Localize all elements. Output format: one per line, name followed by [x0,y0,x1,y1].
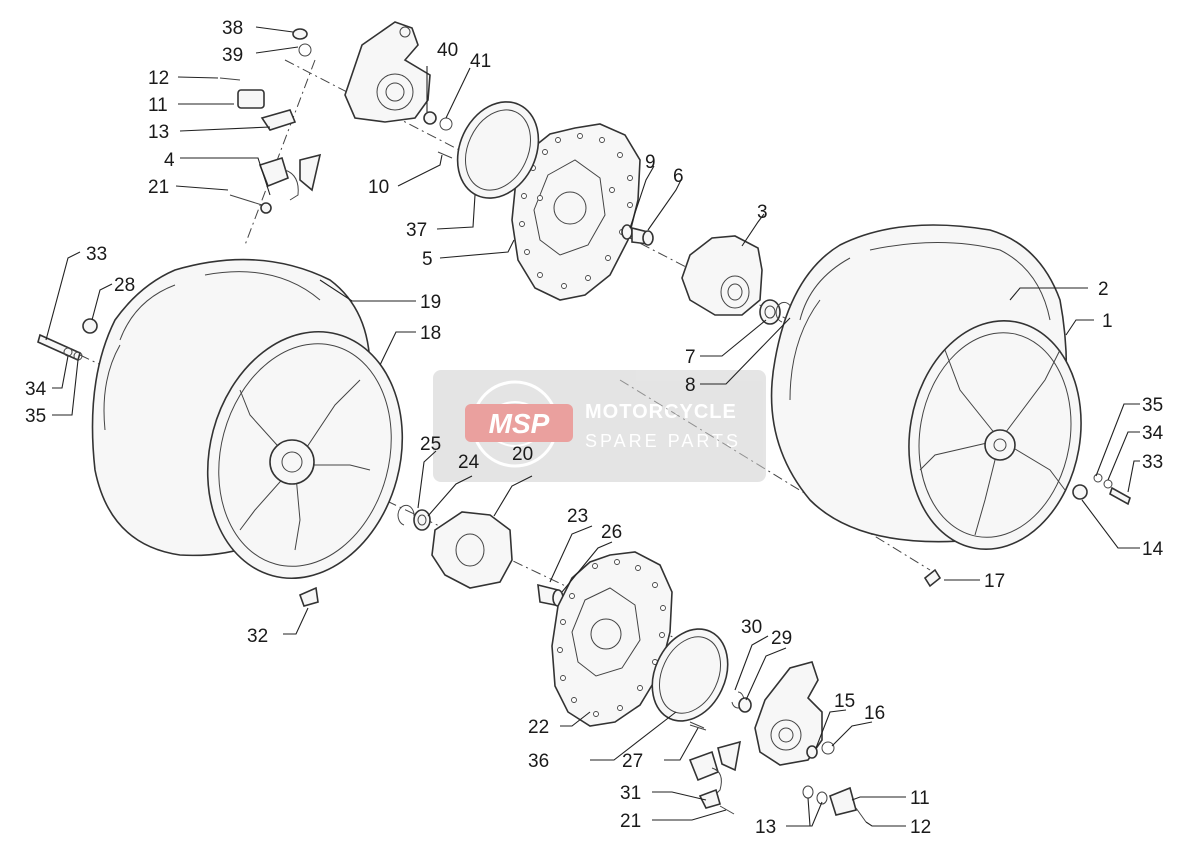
rear-brake-caliper [754,661,823,766]
callout-21: 21 [148,177,169,198]
callout-8: 8 [685,375,696,396]
callout-30: 30 [741,617,762,638]
watermark: MSP MOTORCYCLE SPARE PARTS [433,370,766,482]
leader-lines [45,26,1140,827]
callout-18: 18 [420,323,441,344]
callout-33: 33 [86,244,107,265]
caliper-washers-bottom [731,691,867,823]
callout-39: 39 [222,45,243,66]
watermark-line1: MOTORCYCLE [585,401,737,423]
callout-13-bottom: 13 [755,817,776,838]
callout-38: 38 [222,18,243,39]
callout-17: 17 [984,571,1005,592]
callout-12: 12 [148,68,169,89]
callout-11-bottom: 11 [910,788,930,809]
caliper-washers-top [292,28,453,131]
callout-37: 37 [406,220,427,241]
front-brake-disc [511,123,641,301]
callout-31: 31 [620,783,641,804]
callout-15: 15 [834,691,855,712]
front-rim [908,319,1082,551]
callout-22: 22 [528,717,549,738]
watermark-logo-text: MSP [489,408,550,439]
callout-2: 2 [1098,279,1109,300]
callout-28: 28 [114,275,135,296]
speed-sensor-bottom [688,724,742,815]
rear-rim [206,330,404,580]
callout-21-bottom: 21 [620,811,641,832]
callout-3: 3 [757,202,768,223]
speed-sensor-top [219,77,322,214]
callout-32: 32 [247,626,268,647]
callout-20: 20 [512,444,533,465]
callout-5: 5 [422,249,433,270]
callout-19: 19 [420,292,441,313]
callout-24: 24 [458,452,480,473]
callout-23: 23 [567,506,588,527]
front-spacer [621,224,654,246]
callout-13: 13 [148,122,169,143]
callout-11: 11 [148,95,168,116]
callout-4: 4 [164,150,175,171]
callout-34-right: 34 [1142,423,1164,444]
callout-34: 34 [25,379,47,400]
callout-7: 7 [685,347,696,368]
abs-tone-ring-top [437,101,540,199]
callout-16: 16 [864,703,885,724]
callout-25: 25 [420,434,441,455]
callout-41: 41 [470,51,491,72]
callout-14: 14 [1142,539,1164,560]
callout-36: 36 [528,751,549,772]
front-brake-caliper [344,21,431,123]
watermark-logo-badge [465,404,573,442]
callout-10: 10 [368,177,389,198]
rear-hub [431,511,513,589]
front-axle-parts [923,473,1131,588]
rear-bearing-and-circlip [397,504,431,531]
callout-40: 40 [437,40,458,61]
watermark-line2: SPARE PARTS [585,431,741,451]
callout-9: 9 [645,152,656,173]
abs-tone-ring-bottom [651,628,729,729]
callout-1: 1 [1102,311,1113,332]
callout-35-right: 35 [1142,395,1163,416]
callout-labels: 38 39 40 41 12 11 13 4 21 10 37 5 9 6 3 … [25,18,1164,838]
rear-brake-disc [551,551,673,727]
callout-29: 29 [771,628,792,649]
callout-6: 6 [673,166,684,187]
rear-axle-parts [37,318,319,607]
callout-33-right: 33 [1142,452,1163,473]
callout-27: 27 [622,751,643,772]
callout-35: 35 [25,406,46,427]
front-hub [681,235,763,316]
callout-12-bottom: 12 [910,817,931,838]
callout-26: 26 [601,522,622,543]
